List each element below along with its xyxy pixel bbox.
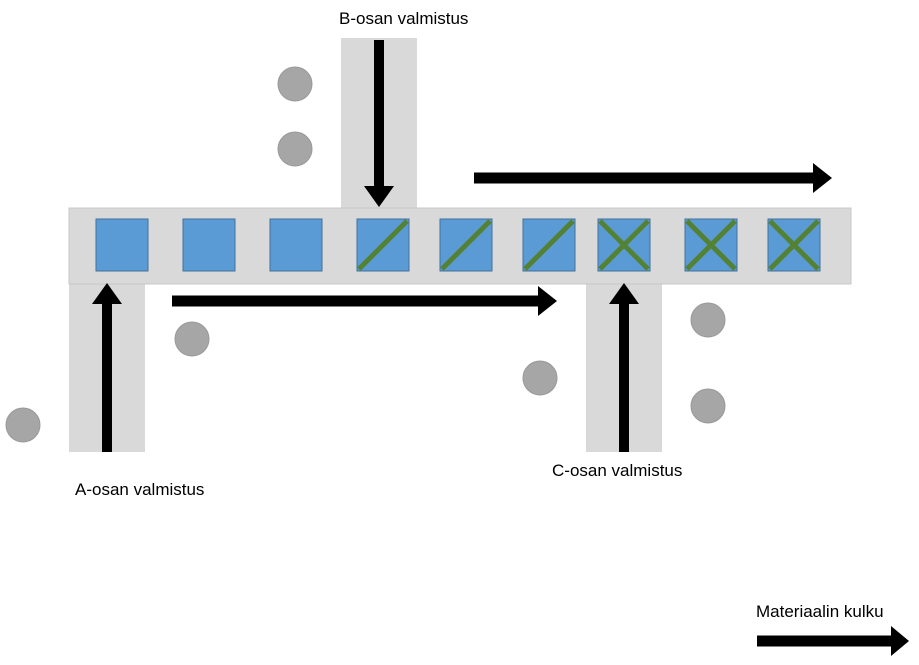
- lower-flow-arrow-head: [538, 286, 557, 316]
- a-station-label: A-osan valmistus: [75, 480, 205, 499]
- c-station-label: C-osan valmistus: [552, 461, 683, 480]
- a-feed-arrow-head: [92, 283, 122, 304]
- c-component-stripe: [768, 219, 820, 271]
- worker-icon: [277, 131, 313, 167]
- b-component-stripe: [357, 219, 409, 271]
- part-square: [182, 218, 236, 272]
- part-a-b-c: [684, 218, 738, 272]
- c-feed-arrow-head: [609, 283, 639, 304]
- part-a-b-c: [767, 218, 821, 272]
- workers: [5, 66, 726, 443]
- b-station-label: B-osan valmistus: [339, 9, 469, 28]
- part-a-b: [522, 218, 576, 272]
- part-square: [95, 218, 149, 272]
- b-component-stripe: [523, 219, 575, 271]
- c-component-stripe: [685, 219, 737, 271]
- parts-layer: [95, 218, 821, 272]
- legend-arrow-head: [891, 626, 909, 656]
- part-a: [95, 218, 149, 272]
- part-a-b: [356, 218, 410, 272]
- part-a-b: [439, 218, 493, 272]
- b-feed-arrow-head: [364, 186, 394, 207]
- part-a-b-c: [597, 218, 651, 272]
- worker-icon: [174, 321, 210, 357]
- part-a: [182, 218, 236, 272]
- worker-icon: [690, 388, 726, 424]
- worker-icon: [690, 302, 726, 338]
- worker-icon: [5, 407, 41, 443]
- c-component-stripe: [598, 219, 650, 271]
- worker-icon: [522, 360, 558, 396]
- flow-arrows: [92, 40, 909, 656]
- part-square: [269, 218, 323, 272]
- worker-icon: [277, 66, 313, 102]
- legend-label: Materiaalin kulku: [756, 602, 884, 621]
- upper-flow-arrow-head: [813, 163, 832, 193]
- part-a: [269, 218, 323, 272]
- b-component-stripe: [440, 219, 492, 271]
